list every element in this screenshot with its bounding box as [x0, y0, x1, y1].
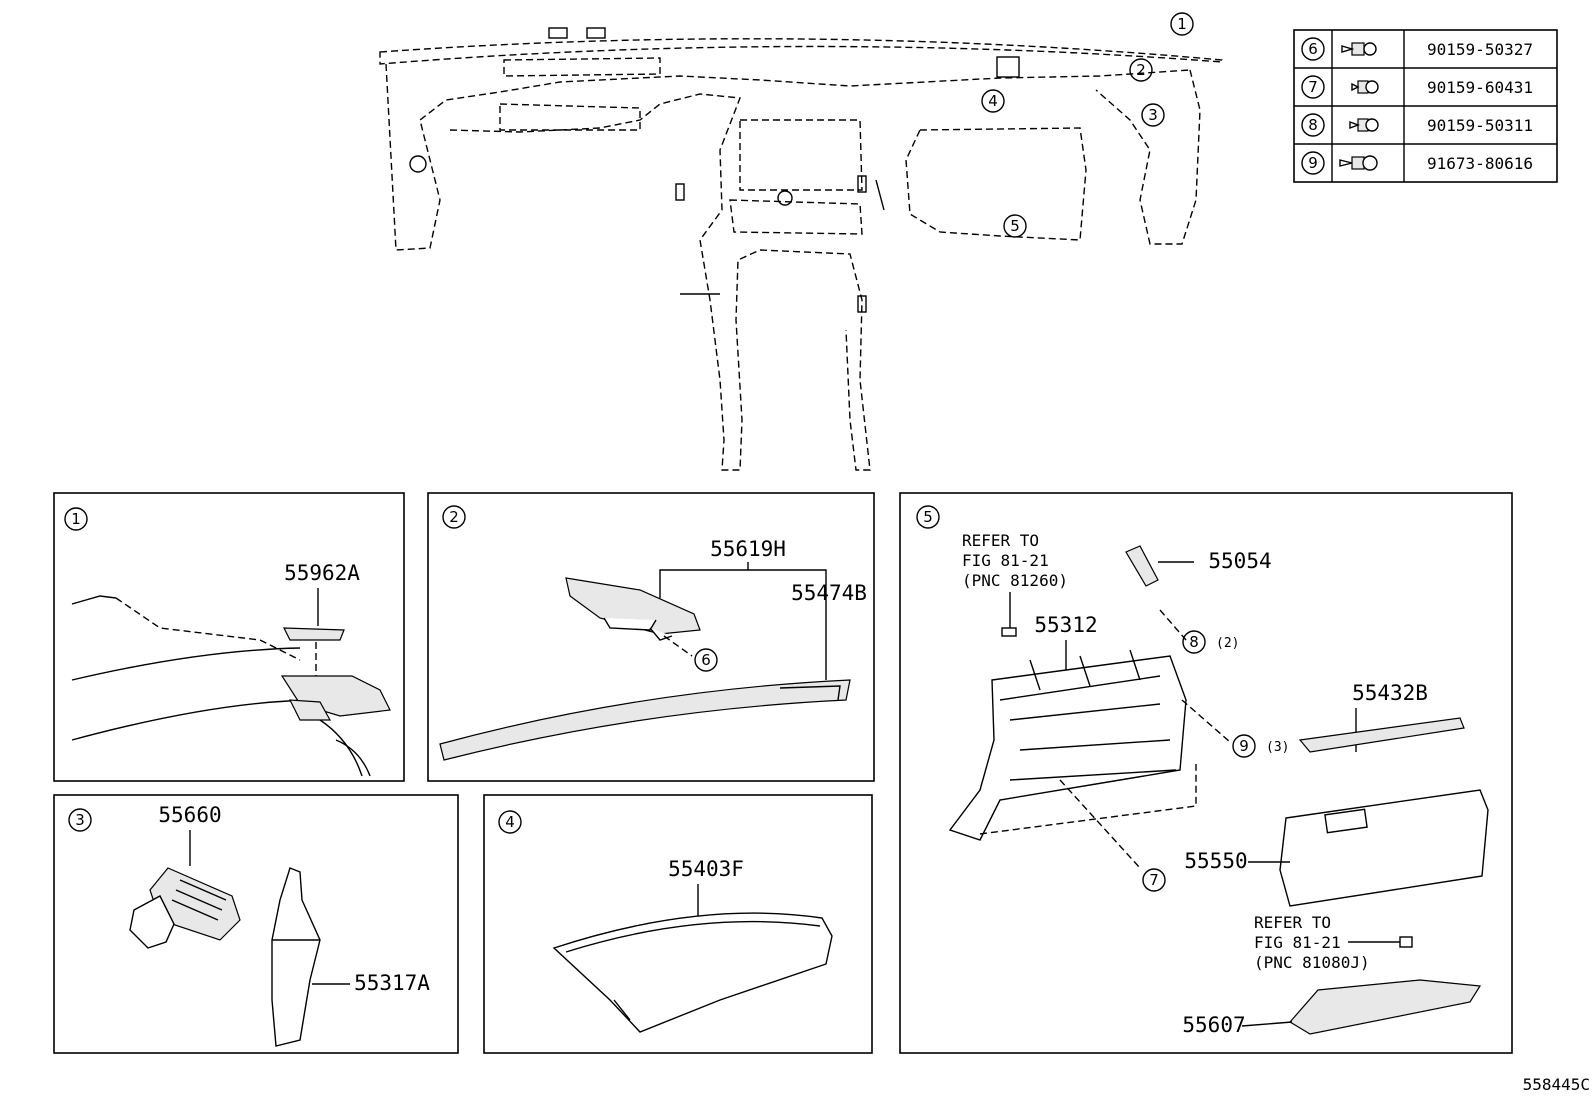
glove-box-frame-part: [948, 649, 1187, 841]
part-label-55660: 55660: [158, 803, 221, 827]
svg-text:FIG 81-21: FIG 81-21: [962, 551, 1049, 570]
svg-text:2: 2: [449, 508, 459, 526]
svg-text:5: 5: [923, 508, 933, 526]
side-panel-part: [271, 867, 321, 1047]
part-label-55312: 55312: [1034, 613, 1097, 637]
fastener-row-8: 8 90159-50311: [1301, 113, 1533, 137]
svg-text:REFER TO: REFER TO: [962, 531, 1039, 550]
panel-4: 4 55403F: [483, 794, 873, 1054]
side-vent-part: [129, 867, 241, 949]
refer-note-b: REFER TO FIG 81-21 (PNC 81080J): [1254, 913, 1370, 972]
svg-text:4: 4: [988, 92, 998, 110]
svg-text:REFER TO: REFER TO: [1254, 913, 1331, 932]
refer-note-a: REFER TO FIG 81-21 (PNC 81260): [962, 531, 1068, 590]
screw-icon: [1351, 80, 1379, 94]
svg-text:9: 9: [1308, 154, 1318, 172]
fastener-row-9: 9 91673-80616: [1301, 151, 1533, 175]
svg-text:8: 8: [1189, 633, 1199, 651]
part-label-55474B: 55474B: [791, 581, 867, 605]
glove-box-trim-part: [1298, 717, 1465, 753]
part-label-55550: 55550: [1184, 849, 1247, 873]
fastener-part-number: 90159-60431: [1427, 78, 1533, 97]
svg-text:7: 7: [1308, 78, 1318, 96]
svg-text:2: 2: [1136, 61, 1146, 79]
dashboard-assembly: [379, 27, 1223, 471]
bolt-icon: [1341, 42, 1377, 56]
fastener-table: 6 90159-50327 7 90159-60431 8 90159-5031…: [1293, 29, 1558, 183]
glove-box-door-part: [1279, 789, 1489, 907]
part-label-55962A: 55962A: [284, 561, 360, 585]
part-label-55607: 55607: [1182, 1013, 1245, 1037]
bolt-icon: [1339, 155, 1378, 171]
svg-text:1: 1: [71, 510, 81, 528]
svg-text:5: 5: [1010, 217, 1020, 235]
lamp-part: [1399, 936, 1413, 948]
upper-panel-strip: [439, 679, 851, 761]
garnish-part: [280, 627, 391, 721]
fastener-part-number: 91673-80616: [1427, 154, 1533, 173]
svg-text:9: 9: [1239, 737, 1249, 755]
callout-5-main: 5: [1003, 214, 1027, 238]
callout-4-main: 4: [981, 89, 1005, 113]
svg-text:FIG 81-21: FIG 81-21: [1254, 933, 1341, 952]
fastener-part-number: 90159-50327: [1427, 40, 1533, 59]
svg-text:(3): (3): [1266, 740, 1289, 755]
fastener-row-7: 7 90159-60431: [1301, 75, 1533, 99]
fastener-row-6: 6 90159-50327: [1301, 37, 1533, 61]
panel-1: 1 55962A: [53, 492, 405, 782]
callout-1-main: 1: [1170, 12, 1194, 36]
svg-text:6: 6: [1308, 40, 1318, 58]
illustration-code: 558445C: [1523, 1075, 1590, 1094]
svg-text:(2): (2): [1216, 636, 1239, 651]
lower-panel-part: [1289, 979, 1482, 1035]
part-label-55619H: 55619H: [710, 537, 786, 561]
svg-text:4: 4: [505, 813, 515, 831]
panel-2: 2 55619H 55474B 6: [427, 492, 875, 782]
part-label-55054: 55054: [1208, 549, 1271, 573]
svg-text:3: 3: [1148, 106, 1158, 124]
svg-text:8: 8: [1308, 116, 1318, 134]
svg-text:1: 1: [1177, 15, 1187, 33]
part-label-55432B: 55432B: [1352, 681, 1428, 705]
panel-5: 5 REFER TO FIG 81-21 (PNC 81260) 55054 5…: [899, 492, 1513, 1054]
svg-text:7: 7: [1149, 871, 1159, 889]
part-label-55317A: 55317A: [354, 971, 430, 995]
vent-part: [565, 577, 701, 641]
fastener-part-number: 90159-50311: [1427, 116, 1533, 135]
svg-text:3: 3: [75, 811, 85, 829]
callout-3-main: 3: [1141, 103, 1165, 127]
screw-icon: [1349, 118, 1379, 132]
part-label-55403F: 55403F: [668, 857, 744, 881]
svg-text:(PNC 81260): (PNC 81260): [962, 571, 1068, 590]
damper-part: [1125, 545, 1159, 587]
panel-3: 3 55660 55317A: [53, 794, 459, 1054]
airbag-cover-part: [552, 912, 833, 1033]
svg-text:6: 6: [701, 651, 711, 669]
clip-part: [1001, 627, 1017, 637]
callout-2-main: 2: [1129, 58, 1153, 82]
svg-text:(PNC 81080J): (PNC 81080J): [1254, 953, 1370, 972]
